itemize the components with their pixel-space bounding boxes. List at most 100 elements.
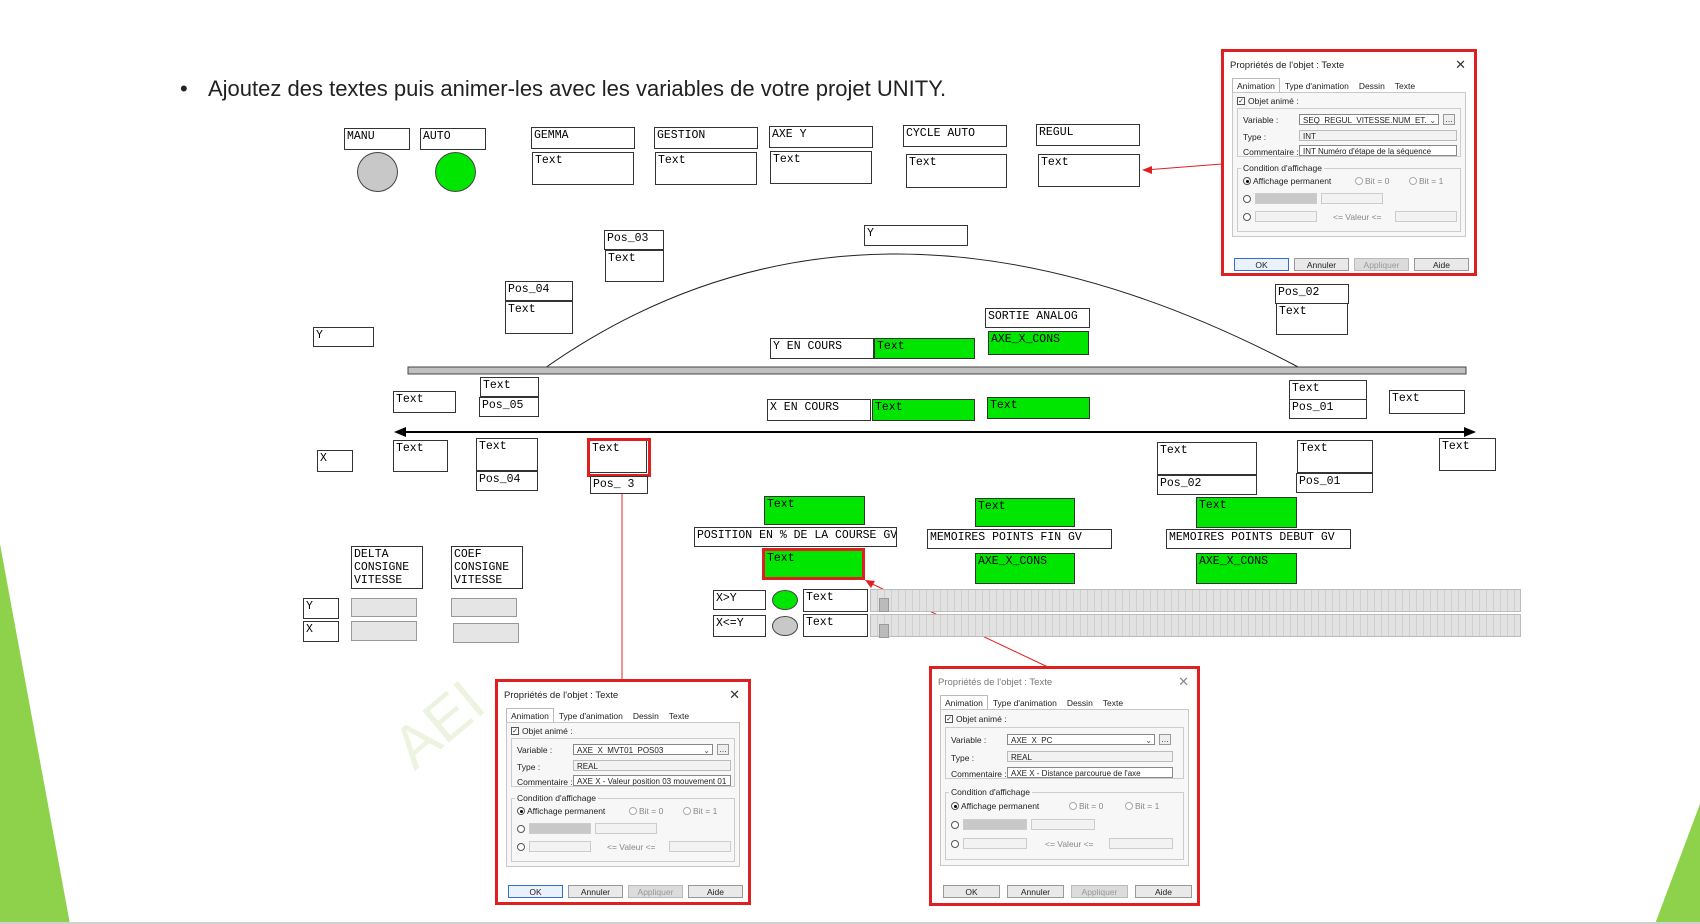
coef-y-field[interactable] xyxy=(451,598,517,617)
ok-button[interactable]: OK xyxy=(1234,258,1289,271)
appliquer-button[interactable]: Appliquer xyxy=(628,885,683,898)
text-below-axis-3[interactable]: Text xyxy=(1157,442,1257,475)
range-min-field[interactable] xyxy=(1255,211,1317,222)
tab-texte[interactable]: Texte xyxy=(1394,81,1416,91)
tab-type-animation[interactable]: Type d'animation xyxy=(1284,81,1349,91)
cycle-auto-text[interactable]: Text xyxy=(906,154,1007,188)
bit1-radio[interactable] xyxy=(683,807,691,815)
comment-field[interactable]: AXE X - Valeur position 03 mouvement 01 xyxy=(573,775,731,786)
bit-variable-select[interactable] xyxy=(1255,193,1317,204)
permanent-radio[interactable] xyxy=(951,802,959,810)
range-min-field[interactable] xyxy=(963,838,1027,849)
axe-y-text[interactable]: Text xyxy=(770,151,872,184)
tab-animation[interactable]: Animation xyxy=(1232,78,1280,93)
position-course-text-top[interactable]: Text xyxy=(764,496,865,525)
objet-anime-checkbox[interactable]: ✓ xyxy=(945,715,953,723)
x-le-y-text[interactable]: Text xyxy=(803,614,868,637)
text-below-axis-1[interactable]: Text xyxy=(393,440,448,472)
aide-button[interactable]: Aide xyxy=(1135,885,1192,898)
bit0-radio[interactable] xyxy=(1069,802,1077,810)
close-icon[interactable]: ✕ xyxy=(1178,674,1189,689)
text-right-rail[interactable]: Text xyxy=(1389,390,1465,414)
regul-text[interactable]: Text xyxy=(1038,154,1140,187)
objet-anime-checkbox[interactable]: ✓ xyxy=(1237,97,1245,105)
close-icon[interactable]: ✕ xyxy=(729,687,740,702)
range-max-field[interactable] xyxy=(669,841,731,852)
appliquer-button[interactable]: Appliquer xyxy=(1071,885,1128,898)
text-above-pos-05[interactable]: Text xyxy=(480,377,539,397)
ok-button[interactable]: OK xyxy=(943,885,1000,898)
tab-texte[interactable]: Texte xyxy=(1102,698,1124,708)
variable-select[interactable]: SEQ_REGUL_VITESSE.NUM_ET.⌄ xyxy=(1299,114,1439,125)
bit-condition-radio[interactable] xyxy=(951,821,959,829)
tab-texte[interactable]: Texte xyxy=(668,711,690,721)
bit0-radio[interactable] xyxy=(1355,177,1363,185)
objet-anime-checkbox[interactable]: ✓ xyxy=(511,727,519,735)
tab-dessin[interactable]: Dessin xyxy=(632,711,659,721)
bit1-radio[interactable] xyxy=(1409,177,1417,185)
pos-02-text-top[interactable]: Text xyxy=(1276,303,1348,335)
permanent-radio[interactable] xyxy=(1243,177,1251,185)
range-max-field[interactable] xyxy=(1395,211,1457,222)
x-gt-y-text[interactable]: Text xyxy=(803,589,868,612)
tab-type-animation[interactable]: Type d'animation xyxy=(558,711,623,721)
appliquer-button[interactable]: Appliquer xyxy=(1354,258,1409,271)
slider-track-1[interactable] xyxy=(870,589,1521,612)
range-condition-radio[interactable] xyxy=(951,840,959,848)
gestion-text[interactable]: Text xyxy=(655,152,757,185)
bit-condition-radio[interactable] xyxy=(517,825,525,833)
pos-04-text-top[interactable]: Text xyxy=(505,301,573,334)
x-en-cours-text[interactable]: Text xyxy=(872,399,975,421)
aide-button[interactable]: Aide xyxy=(688,885,743,898)
comment-field[interactable]: AXE X - Distance parcourue de l'axe xyxy=(1007,767,1173,778)
tab-dessin[interactable]: Dessin xyxy=(1066,698,1093,708)
bit0-radio[interactable] xyxy=(629,807,637,815)
text-pos-03-highlighted[interactable]: Text xyxy=(589,440,647,473)
range-min-field[interactable] xyxy=(529,841,591,852)
tab-animation[interactable]: Animation xyxy=(940,695,988,710)
slider-thumb-2[interactable] xyxy=(879,624,889,638)
range-condition-radio[interactable] xyxy=(1243,213,1251,221)
axe-x-cons-output[interactable]: AXE_X_CONS xyxy=(988,331,1089,355)
tab-animation[interactable]: Animation xyxy=(506,708,554,723)
range-condition-radio[interactable] xyxy=(517,843,525,851)
variable-select[interactable]: AXE_X_PC⌄ xyxy=(1007,734,1155,745)
text-below-axis-2[interactable]: Text xyxy=(476,438,538,471)
annuler-button[interactable]: Annuler xyxy=(1007,885,1064,898)
browse-button[interactable]: … xyxy=(717,744,729,755)
memoires-debut-text[interactable]: Text xyxy=(1196,497,1297,528)
memoires-fin-text[interactable]: Text xyxy=(975,498,1075,527)
text-below-axis-5[interactable]: Text xyxy=(1439,438,1496,471)
variable-select[interactable]: AXE_X_MVT01_POS03⌄ xyxy=(573,744,713,755)
bit-variable-select[interactable] xyxy=(963,819,1027,830)
memoires-debut-axe-x-cons[interactable]: AXE_X_CONS xyxy=(1196,553,1297,584)
slider-track-2[interactable] xyxy=(870,614,1521,638)
bit-variable-field[interactable] xyxy=(595,823,657,834)
y-en-cours-text[interactable]: Text xyxy=(874,338,975,359)
close-icon[interactable]: ✕ xyxy=(1455,57,1466,72)
green-text-right[interactable]: Text xyxy=(987,397,1090,419)
bit-variable-select[interactable] xyxy=(529,823,591,834)
bit-variable-field[interactable] xyxy=(1031,819,1095,830)
text-left-rail[interactable]: Text xyxy=(393,391,456,413)
coef-x-field[interactable] xyxy=(453,623,519,643)
range-max-field[interactable] xyxy=(1109,838,1173,849)
browse-button[interactable]: … xyxy=(1443,114,1455,125)
ok-button[interactable]: OK xyxy=(508,885,563,898)
delta-y-field[interactable] xyxy=(351,598,417,617)
position-course-text[interactable]: Text xyxy=(764,550,865,578)
text-above-pos-01[interactable]: Text xyxy=(1289,380,1367,400)
bit1-radio[interactable] xyxy=(1125,802,1133,810)
bit-variable-field[interactable] xyxy=(1321,193,1383,204)
comment-field[interactable]: INT Numéro d'étape de la séquence xyxy=(1299,145,1457,156)
permanent-radio[interactable] xyxy=(517,807,525,815)
pos-03-text[interactable]: Text xyxy=(605,250,664,282)
delta-x-field[interactable] xyxy=(351,621,417,641)
annuler-button[interactable]: Annuler xyxy=(568,885,623,898)
text-below-axis-4[interactable]: Text xyxy=(1297,440,1373,473)
aide-button[interactable]: Aide xyxy=(1414,258,1469,271)
bit-condition-radio[interactable] xyxy=(1243,195,1251,203)
tab-dessin[interactable]: Dessin xyxy=(1358,81,1385,91)
memoires-fin-axe-x-cons[interactable]: AXE_X_CONS xyxy=(975,553,1075,584)
browse-button[interactable]: … xyxy=(1159,734,1171,745)
